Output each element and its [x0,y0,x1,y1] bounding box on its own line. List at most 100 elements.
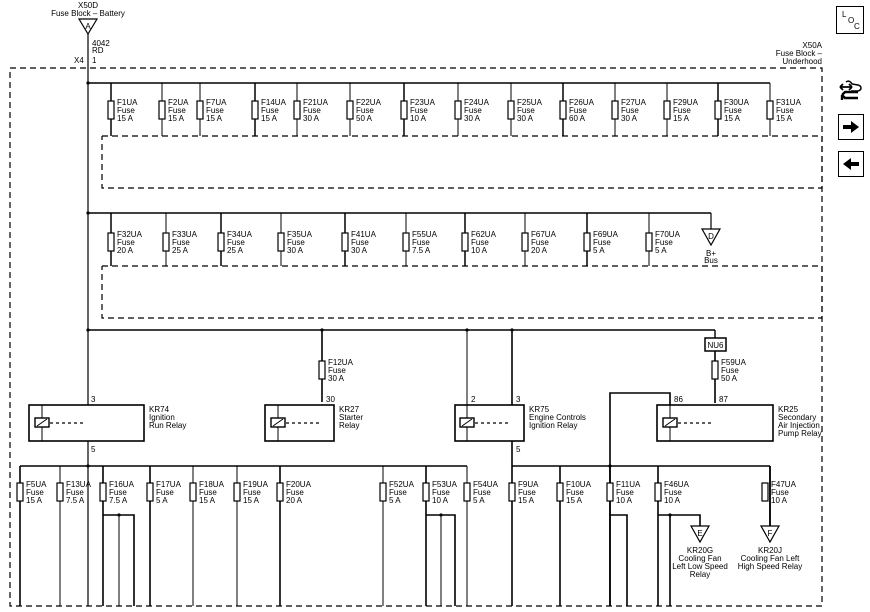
row1-internal-outline [101,135,823,189]
fuse-rating: 5 A [156,496,168,505]
fuse-type: Fuse [464,106,482,115]
fuse-rating: 30 A [287,246,304,255]
fuse-id: F67UA [531,230,557,239]
connector-name3: Relay [690,570,710,579]
fuse-id: F59UA [721,358,747,367]
fuse-id: F27UA [621,98,647,107]
fuse-rating: 20 A [117,246,134,255]
fuse-id: F70UA [655,230,681,239]
fuse-symbol [714,100,722,120]
fuse-symbol [654,482,662,502]
fuse-rating: 20 A [286,496,303,505]
fuse-type: Fuse [471,238,489,247]
back-button[interactable] [838,151,864,177]
relay-name1: Starter [339,413,363,422]
fuse-rating: 15 A [724,114,741,123]
fuse-type: Fuse [206,106,224,115]
relay-name2: Run Relay [149,421,186,430]
nu6-box [704,337,727,352]
fuse-type: Fuse [473,488,491,497]
relay-coil-diag [272,418,284,427]
fuse-symbol [341,232,349,252]
fuse-symbol [56,482,64,502]
fuse-rating: 5 A [593,246,605,255]
fuse-type: Fuse [432,488,450,497]
fuse-rating: 7.5 A [412,246,431,255]
fuse-symbol [508,482,516,502]
pin-label: 3 [91,395,96,404]
fuse-rating: 25 A [227,246,244,255]
fuse-id: F7UA [206,98,227,107]
row2-internal-outline [101,265,823,319]
bplus-label1: B+ [706,249,716,258]
fuse-rating: 30 A [517,114,534,123]
fuse-id: F10UA [566,480,592,489]
fuse-rating: 7.5 A [66,496,85,505]
location-view-button[interactable]: L O C [836,6,864,34]
connector-triangle [689,525,711,544]
relay-coil-diag [664,418,676,427]
fuse-rating: 30 A [328,374,345,383]
fuse-id: F1UA [117,98,138,107]
fuse-symbol [346,100,354,120]
fuse-type: Fuse [261,106,279,115]
splice-wire [103,514,135,606]
fuse-rating: 10 A [771,496,788,505]
fuse-symbol [189,482,197,502]
fuse-type: Fuse [412,238,430,247]
fuse-type: Fuse [227,238,245,247]
fuse-type: Fuse [243,488,261,497]
fuse-id: F25UA [517,98,543,107]
splice-wire [610,514,628,606]
fuse-id: F5UA [26,480,47,489]
connector-swap-icon[interactable] [838,78,864,104]
loc-letter-c: C [854,22,860,31]
relay-coil-diag [36,418,48,427]
fuse-type: Fuse [569,106,587,115]
fuse-id: F24UA [464,98,490,107]
fuse-symbol [196,100,204,120]
fuse-id: F53UA [432,480,458,489]
fuse-type: Fuse [771,488,789,497]
forward-button[interactable] [838,114,864,140]
relay-name2: Ignition Relay [529,421,577,430]
components [16,18,781,544]
fuse-symbol [507,100,515,120]
fuse-symbol [454,100,462,120]
fuse-id: F23UA [410,98,436,107]
arrow-right-icon [843,121,859,133]
fuse-id: F11UA [616,480,641,489]
fuse-rating: 10 A [616,496,633,505]
fuse-id: F20UA [286,480,312,489]
fuse-rating: 15 A [199,496,216,505]
fuse-rating: 20 A [531,246,548,255]
fuse-symbol [162,232,170,252]
fuse-symbol [711,360,719,380]
fuse-id: F29UA [673,98,699,107]
fuse-rating: 30 A [351,246,368,255]
fuse-rating: 30 A [621,114,638,123]
connector-id: KR20J [758,546,782,555]
relay-name1: Engine Controls [529,413,586,422]
fuse-id: F31UA [776,98,802,107]
fuse-id: F30UA [724,98,750,107]
relay-name2: Relay [339,421,359,430]
fuse-block-name1: Fuse Block – [776,49,823,58]
fuse-symbol [379,482,387,502]
fuse-block-name2: Underhood [782,57,822,66]
fuse-rating: 10 A [410,114,427,123]
fuse-id: F22UA [356,98,382,107]
fuse-id: F18UA [199,480,225,489]
fuse-type: Fuse [518,488,536,497]
fuse-type: Fuse [776,106,794,115]
fuse-rating: 15 A [26,496,43,505]
pin-label: 86 [674,395,683,404]
splice-dot [668,513,672,517]
fuse-id: F55UA [412,230,438,239]
fuse-symbol [521,232,529,252]
splice-dot [439,513,443,517]
fuse-type: Fuse [655,238,673,247]
pin-label: 5 [91,445,96,454]
fuse-rating: 10 A [471,246,488,255]
fuse-id: F35UA [287,230,313,239]
